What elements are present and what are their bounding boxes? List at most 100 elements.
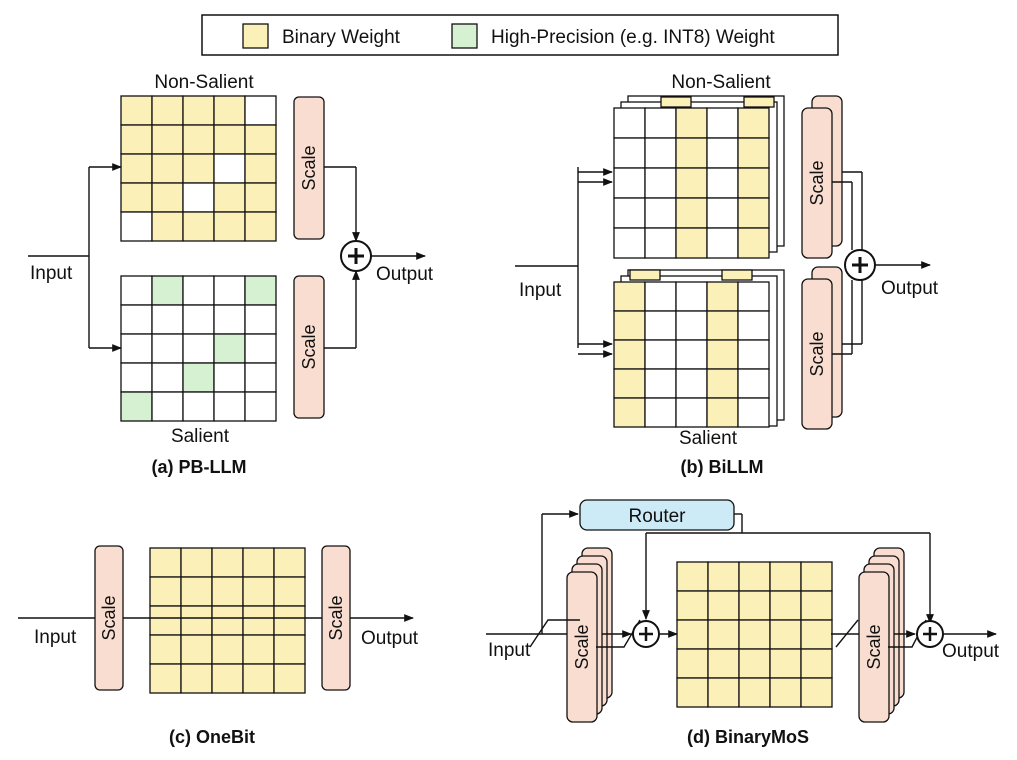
pb-llm-non-salient-cell bbox=[182, 182, 215, 213]
binarymos-cell bbox=[707, 561, 740, 592]
billm-salient-cell bbox=[675, 310, 708, 341]
onebit-cell bbox=[273, 547, 306, 578]
billm-salient-cell bbox=[644, 281, 677, 312]
onebit-scale-block-output bbox=[321, 545, 351, 691]
pb-llm-salient-cell bbox=[151, 391, 184, 422]
pb-llm-non-salient-label: Non-Salient bbox=[154, 72, 254, 93]
panel-onebit: Scale Scale Input Output (c) OneBit bbox=[18, 545, 419, 747]
pb-llm-salient-cell bbox=[151, 275, 184, 306]
pb-llm-non-salient-cell bbox=[213, 211, 246, 242]
legend-high-precision-swatch bbox=[451, 23, 478, 49]
billm-salient-cell bbox=[737, 310, 770, 341]
pb-llm-salient-label: Salient bbox=[171, 426, 230, 447]
onebit-cell bbox=[149, 605, 182, 636]
binarymos-cell bbox=[800, 619, 833, 650]
pb-llm-non-salient-cell bbox=[213, 153, 246, 184]
pb-llm-sum-node bbox=[340, 240, 372, 272]
billm-non-salient-cell bbox=[613, 167, 646, 199]
billm-non-salient-cell bbox=[737, 107, 770, 139]
pb-llm-salient-cell bbox=[151, 362, 184, 393]
onebit-cell bbox=[211, 634, 244, 665]
onebit-cell bbox=[273, 576, 306, 607]
billm-non-salient-label: Non-Salient bbox=[671, 72, 771, 93]
billm-scale-stack-top: Scale bbox=[801, 95, 843, 259]
binarymos-cell bbox=[738, 648, 771, 679]
legend-binary-label: Binary Weight bbox=[282, 27, 401, 48]
billm-salient-back-highlight bbox=[721, 269, 753, 281]
billm-non-salient-cell bbox=[613, 137, 646, 169]
pb-llm-non-salient-cell bbox=[244, 211, 277, 242]
pb-llm-salient-matrix bbox=[120, 275, 277, 422]
pb-llm-salient-cell bbox=[244, 304, 277, 335]
billm-output-label: Output bbox=[881, 278, 939, 299]
pb-llm-non-salient-cell bbox=[151, 153, 184, 184]
billm-non-salient-back-highlight bbox=[743, 96, 775, 108]
billm-input-label: Input bbox=[519, 280, 562, 301]
pb-llm-non-salient-cell bbox=[213, 182, 246, 213]
onebit-scale-block-input bbox=[94, 545, 124, 691]
billm-salient-cell bbox=[644, 397, 677, 428]
billm-salient-cell bbox=[737, 339, 770, 370]
binarymos-cell bbox=[769, 619, 802, 650]
caption-billm: (b) BiLLM bbox=[681, 457, 764, 477]
onebit-cell bbox=[211, 547, 244, 578]
onebit-cell bbox=[180, 605, 213, 636]
binarymos-cell bbox=[800, 677, 833, 708]
onebit-cell bbox=[180, 547, 213, 578]
binarymos-router-wires bbox=[541, 510, 934, 634]
pb-llm-non-salient-cell bbox=[120, 95, 153, 126]
pb-llm-input-label: Input bbox=[30, 263, 73, 284]
billm-salient-cell bbox=[706, 281, 739, 312]
onebit-cell bbox=[273, 605, 306, 636]
pb-llm-salient-cell bbox=[120, 333, 153, 364]
onebit-cell bbox=[211, 576, 244, 607]
billm-salient-cell bbox=[737, 281, 770, 312]
binarymos-cell bbox=[738, 561, 771, 592]
pb-llm-non-salient-cell bbox=[244, 124, 277, 155]
pb-llm-non-salient-cell bbox=[244, 153, 277, 184]
billm-non-salient-cell bbox=[706, 137, 739, 169]
billm-non-salient-cell bbox=[675, 167, 708, 199]
pb-llm-salient-cell bbox=[182, 333, 215, 364]
onebit-scale-label-output: Scale bbox=[326, 595, 346, 640]
billm-scale-stack-bottom: Scale bbox=[801, 266, 843, 430]
binarymos-cell bbox=[738, 677, 771, 708]
onebit-cell bbox=[180, 634, 213, 665]
onebit-cell bbox=[273, 634, 306, 665]
legend-high-precision-label: High-Precision (e.g. INT8) Weight bbox=[491, 27, 775, 48]
pb-llm-salient-cell bbox=[182, 275, 215, 306]
onebit-cell bbox=[149, 663, 182, 694]
onebit-scale-label-input: Scale bbox=[99, 595, 119, 640]
billm-salient-cell bbox=[706, 339, 739, 370]
pb-llm-salient-cell bbox=[213, 333, 246, 364]
billm-salient-cell bbox=[644, 310, 677, 341]
onebit-input-label: Input bbox=[34, 627, 77, 648]
binarymos-cell bbox=[769, 561, 802, 592]
billm-non-salient-cell bbox=[737, 167, 770, 199]
pb-llm-non-salient-cell bbox=[182, 211, 215, 242]
binarymos-input-label: Input bbox=[488, 640, 531, 661]
panel-pb-llm: Non-Salient Salient Scale Scale Input Ou… bbox=[28, 72, 434, 477]
panel-binarymos: Router Scale Scale bbox=[486, 499, 1000, 747]
pb-llm-salient-cell bbox=[151, 304, 184, 335]
onebit-cell bbox=[149, 547, 182, 578]
pb-llm-non-salient-cell bbox=[213, 95, 246, 126]
onebit-cell bbox=[149, 576, 182, 607]
billm-non-salient-cell bbox=[644, 167, 677, 199]
onebit-cell bbox=[242, 663, 275, 694]
onebit-cell bbox=[242, 547, 275, 578]
pb-llm-salient-cell bbox=[213, 391, 246, 422]
pb-llm-non-salient-cell bbox=[182, 124, 215, 155]
caption-onebit: (c) OneBit bbox=[169, 727, 255, 747]
binarymos-router-block bbox=[579, 499, 735, 531]
onebit-cell bbox=[273, 663, 306, 694]
billm-sum-node bbox=[844, 249, 876, 281]
panel-billm: Non-Salient Salient Scale Scale bbox=[515, 72, 939, 477]
binarymos-cell bbox=[800, 590, 833, 621]
binarymos-scale-label-input: Scale bbox=[572, 624, 592, 669]
binarymos-cell bbox=[707, 619, 740, 650]
billm-salient-matrix-stack bbox=[613, 269, 785, 428]
binarymos-cell bbox=[769, 590, 802, 621]
